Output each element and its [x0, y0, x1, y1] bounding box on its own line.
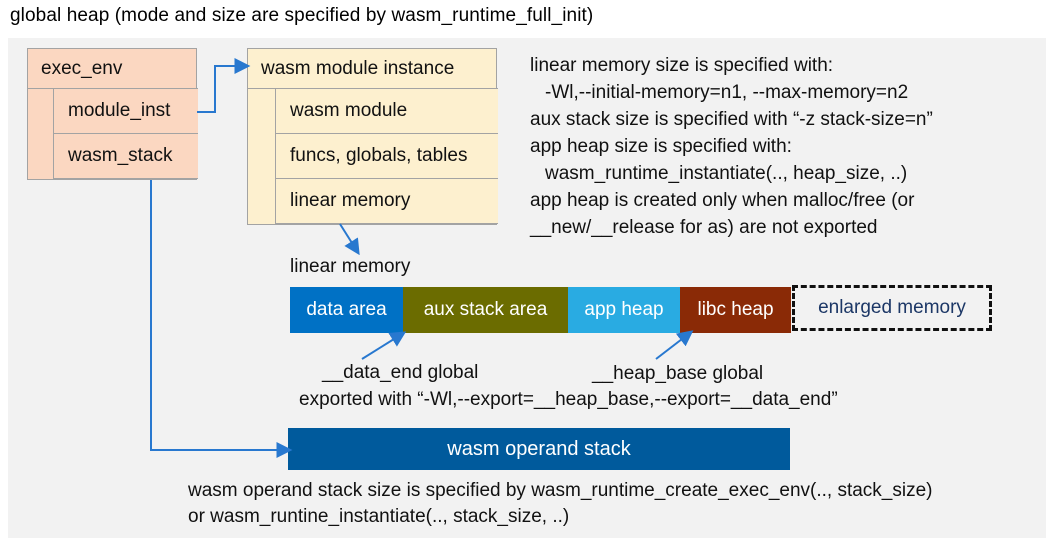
app-heap-segment: app heap [568, 287, 680, 333]
linear-memory-row: linear memory [275, 178, 498, 224]
diagram-title: global heap (mode and size are specified… [10, 5, 594, 26]
module-inst-box: module_inst [53, 88, 198, 134]
libc-heap-segment: libc heap [680, 287, 791, 333]
note-app-heap-size: app heap size is specified with: [530, 136, 792, 157]
note-initial-memory-flag: -Wl,--initial-memory=n1, --max-memory=n2 [545, 82, 909, 103]
note-instantiate-call: wasm_runtime_instantiate(.., heap_size, … [545, 163, 908, 184]
operand-stack-notes: wasm operand stack size is specified by … [188, 478, 933, 530]
exec-env-box: exec_env module_inst wasm_stack [27, 48, 198, 180]
exec-env-label: exec_env [28, 49, 196, 89]
data-area-segment: data area [290, 287, 403, 333]
enlarged-memory-box: enlarged memory [792, 285, 992, 331]
funcs-globals-tables-row: funcs, globals, tables [275, 133, 498, 179]
module-instance-label: wasm module instance [248, 49, 496, 89]
memory-bar: data area aux stack area app heap libc h… [290, 287, 791, 333]
note-aux-stack-size: aux stack size is specified with “-z sta… [530, 109, 933, 130]
data-end-annotation: __data_end global [322, 362, 479, 383]
operand-stack-note-1: wasm operand stack size is specified by … [188, 480, 933, 501]
operand-stack-bar: wasm operand stack [288, 428, 790, 470]
linker-notes: linear memory size is specified with: -W… [530, 52, 1045, 241]
note-app-heap-created-1: app heap is created only when malloc/fre… [530, 190, 915, 211]
wasm-module-row: wasm module [275, 88, 498, 134]
wasm-stack-box: wasm_stack [53, 133, 198, 179]
operand-stack-note-2: or wasm_runtine_instantiate(.., stack_si… [188, 506, 570, 527]
export-annotation: exported with “-Wl,--export=__heap_base,… [299, 389, 838, 410]
note-app-heap-created-2: __new/__release for as) are not exported [530, 217, 878, 238]
module-instance-box: wasm module instance wasm module funcs, … [247, 48, 498, 225]
aux-stack-area-segment: aux stack area [403, 287, 568, 333]
heap-base-annotation: __heap_base global [592, 363, 764, 384]
linear-memory-label: linear memory [290, 256, 411, 277]
note-linear-memory-size: linear memory size is specified with: [530, 55, 834, 76]
